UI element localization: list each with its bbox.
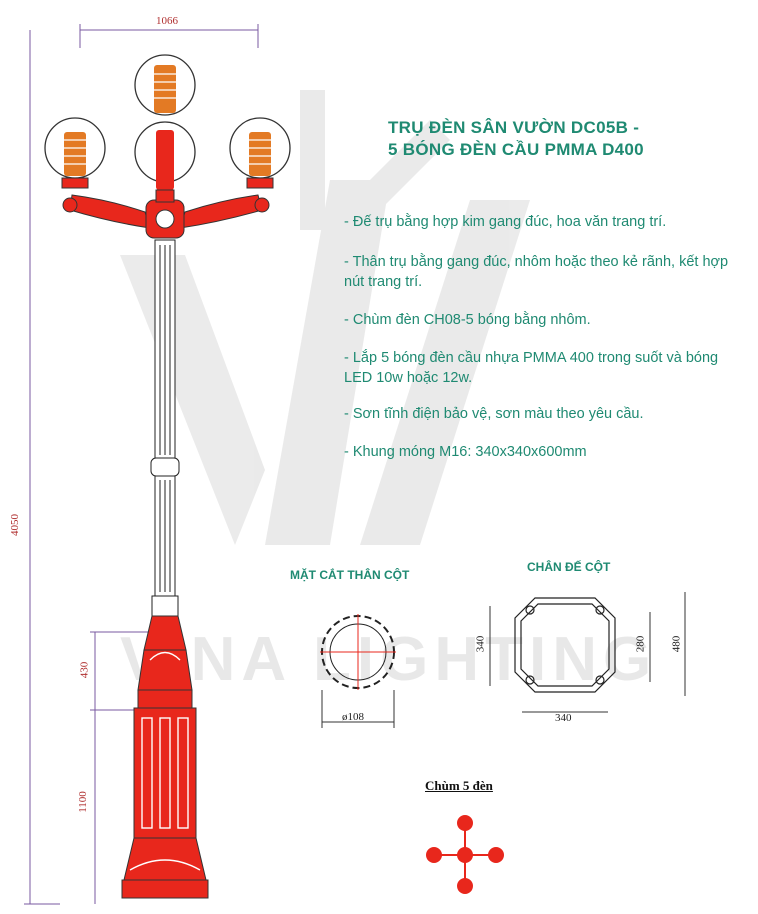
spec-item: - Đế trụ bằng hợp kim gang đúc, hoa văn … xyxy=(344,214,667,230)
base-plate-dims xyxy=(489,592,686,713)
watermark-text: VINA LIGHTING xyxy=(120,625,657,694)
dim-base-lower: 1100 xyxy=(76,791,89,813)
dim-base-upper: 430 xyxy=(78,661,91,679)
spec-item: - Khung móng M16: 340x340x600mm xyxy=(344,444,587,460)
spec-item: - Sơn tĩnh điện bảo vệ, sơn màu theo yêu… xyxy=(344,406,644,422)
pole-base xyxy=(121,615,209,899)
dim-total-height: 4050 xyxy=(9,514,21,536)
dim-base-480: 480 xyxy=(670,635,683,653)
pole-shaft xyxy=(150,239,180,617)
cluster-caption: Chùm 5 đèn xyxy=(425,778,493,793)
base-caption: CHÂN ĐẾ CỘT xyxy=(527,560,611,574)
section-caption: MẶT CẮT THÂN CỘT xyxy=(290,568,410,582)
dim-section-dia: ø108 xyxy=(342,711,364,723)
dim-width-top: 1066 xyxy=(156,15,178,27)
column-section xyxy=(320,614,396,728)
base-plate xyxy=(514,597,616,693)
spec-item: - Lắp 5 bóng đèn cầu nhựa PMMA 400 trong… xyxy=(344,350,719,386)
five-light-cluster xyxy=(426,815,504,894)
title-line-1: TRỤ ĐÈN SÂN VƯỜN DC05B - xyxy=(388,118,640,137)
dim-base-340-bottom: 340 xyxy=(555,712,572,724)
dimension-heights xyxy=(24,30,150,905)
title-line-2: 5 BÓNG ĐÈN CẦU PMMA D400 xyxy=(388,140,644,159)
spec-item: - Chùm đèn CH08-5 bóng bằng nhôm. xyxy=(344,312,591,328)
spec-item: - Thân trụ bằng gang đúc, nhôm hoặc theo… xyxy=(344,254,729,290)
dim-base-280: 280 xyxy=(634,635,647,653)
bracket-arms xyxy=(61,177,274,239)
dimension-width-top xyxy=(79,24,259,48)
bulbs xyxy=(64,65,271,190)
dim-base-340-left: 340 xyxy=(474,635,487,653)
